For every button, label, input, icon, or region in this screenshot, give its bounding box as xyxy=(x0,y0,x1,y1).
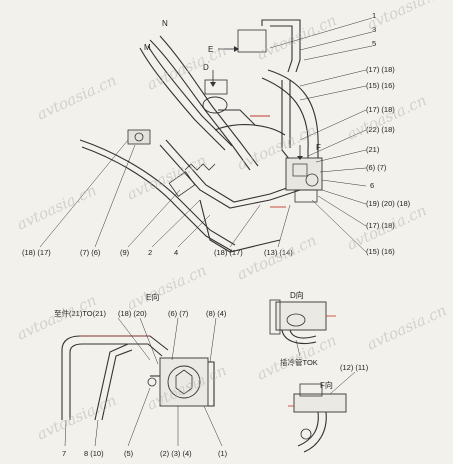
view-e-label: 7 xyxy=(62,449,66,458)
watermark-text: avtoasia.cn xyxy=(234,231,319,284)
view-e-label: (6) (7) xyxy=(168,309,189,318)
view-d-drawing xyxy=(269,299,336,357)
watermark-text: avtoasia.cn xyxy=(344,91,429,144)
bottom-label: 4 xyxy=(174,248,178,257)
bottom-label: (13) (14) xyxy=(264,248,293,257)
bottom-label: (18) (17) xyxy=(22,248,51,257)
watermark-text: avtoasia.cn xyxy=(344,201,429,254)
watermark-text: avtoasia.cn xyxy=(364,301,449,354)
right-label: (22) (18) xyxy=(366,125,395,134)
right-label: (21) xyxy=(366,145,380,154)
label-e: E xyxy=(208,45,213,54)
main-pipe-assembly xyxy=(79,19,323,253)
watermark-text: avtoasia.cn xyxy=(14,181,99,234)
right-label: 6 xyxy=(370,181,374,190)
right-label: (17) (18) xyxy=(366,221,395,230)
view-e-label: (8) (4) xyxy=(206,309,227,318)
right-label: (6) (7) xyxy=(366,163,387,172)
view-e-label: (5) xyxy=(124,449,134,458)
label-d: D xyxy=(203,63,209,72)
watermark-text: avtoasia.cn xyxy=(124,151,209,204)
bottom-label: (7) (6) xyxy=(80,248,101,257)
watermark-text: avtoasia.cn xyxy=(254,331,339,384)
right-label: (19) (20) (18) xyxy=(366,199,411,208)
view-d-note: 插冷管TOK xyxy=(280,357,318,367)
view-e-note: 至件(21)TO(21) xyxy=(54,308,106,318)
bottom-label: 2 xyxy=(148,248,152,257)
watermark-text: avtoasia.cn xyxy=(254,11,339,64)
view-d-title: D向 xyxy=(290,290,304,300)
label-n: N xyxy=(162,19,168,28)
view-f-title: F向 xyxy=(320,380,333,390)
right-leader-lines xyxy=(269,17,373,253)
watermark-text: avtoasia.cn xyxy=(34,71,119,124)
bottom-leader-lines xyxy=(39,139,291,248)
right-label: (17) (18) xyxy=(366,65,395,74)
view-e-leaders xyxy=(64,317,223,447)
bottom-label: (18) (17) xyxy=(214,248,243,257)
view-e-drawing xyxy=(61,335,215,421)
right-label: 5 xyxy=(372,39,376,48)
right-label: (15) (16) xyxy=(366,81,395,90)
view-e-label: (1) xyxy=(218,449,228,458)
watermark-text: avtoasia.cn xyxy=(34,391,119,444)
view-f-label: (12) (11) xyxy=(340,363,369,372)
right-label: 3 xyxy=(372,25,376,34)
view-f-drawing xyxy=(288,371,356,453)
bottom-label: (9) xyxy=(120,248,130,257)
view-e-label: (2) (3) (4) xyxy=(160,449,192,458)
view-e-label: 8 (10) xyxy=(84,449,104,458)
view-e-title: E向 xyxy=(146,292,159,302)
view-e-label: (18) (20) xyxy=(118,309,147,318)
label-m: M xyxy=(144,43,151,52)
right-label: (17) (18) xyxy=(366,105,395,114)
label-f: F xyxy=(316,143,321,152)
right-label: 1 xyxy=(372,11,376,20)
watermark-text: avtoasia.cn xyxy=(364,0,449,34)
right-label: (15) (16) xyxy=(366,247,395,256)
watermark-text: avtoasia.cn xyxy=(124,261,209,314)
